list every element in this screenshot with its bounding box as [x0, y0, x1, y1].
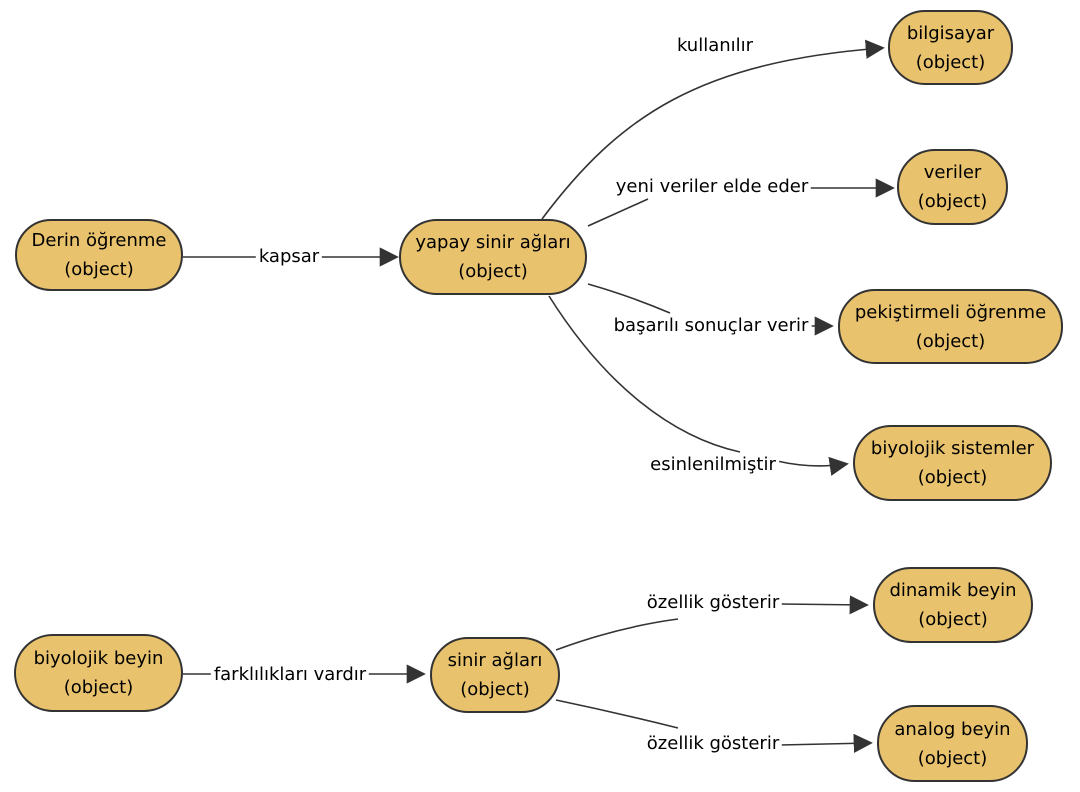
- edge-basarili-sonuclar-line1: [587, 283, 671, 314]
- edge-label-ozellik-gosterir-1: özellik gösterir: [643, 592, 783, 614]
- edge-label-yeni-veriler-elde-eder: yeni veriler elde eder: [612, 176, 812, 198]
- edge-ozellik-gosterir-1-line1: [555, 618, 679, 651]
- node-label: bilgisayar: [906, 22, 995, 44]
- edge-label-farkliliklari-vardir: farklılıkları vardır: [210, 664, 370, 686]
- edge-esinlenilmistir-line1: [548, 295, 741, 453]
- node-dinamik-beyin: dinamik beyin (object): [873, 567, 1033, 643]
- node-biyolojik-beyin: biyolojik beyin (object): [14, 634, 183, 712]
- node-yapay-sinir-aglari: yapay sinir ağları (object): [399, 219, 587, 295]
- node-label: yapay sinir ağları: [415, 232, 571, 253]
- node-type-label: (object): [917, 467, 988, 488]
- node-type-label: (object): [918, 609, 988, 630]
- edge-label-ozellik-gosterir-2: özellik gösterir: [643, 733, 783, 755]
- edge-label-basarili-sonuclar-verir: başarılı sonuçlar verir: [610, 315, 812, 337]
- node-label: biyolojik beyin: [33, 648, 164, 669]
- node-type-label: (object): [915, 51, 986, 73]
- node-analog-beyin: analog beyin (object): [877, 705, 1028, 782]
- edge-label-esinlenilmistir: esinlenilmiştir: [647, 454, 779, 476]
- node-label: analog beyin: [894, 718, 1011, 740]
- edge-label-kullanilir: kullanılır: [673, 35, 757, 57]
- node-type-label: (object): [917, 191, 988, 212]
- edge-ozellik-gosterir-2-line1: [555, 699, 679, 729]
- edge-kullanilir: [541, 39, 885, 220]
- node-sinir-aglari: sinir ağları (object): [430, 637, 560, 713]
- node-type-label: (object): [917, 747, 988, 769]
- node-label: Derin öğrenme: [31, 230, 167, 251]
- node-label: dinamik beyin: [889, 580, 1017, 601]
- node-type-label: (object): [63, 677, 134, 698]
- edge-yeni-veriler-line1: [587, 198, 649, 227]
- edge-label-kapsar: kapsar: [255, 246, 323, 268]
- node-biyolojik-sistemler: biyolojik sistemler (object): [853, 425, 1052, 501]
- node-veriler: veriler (object): [897, 149, 1008, 225]
- edge-ozellik-gosterir-2-line2: [779, 733, 873, 753]
- node-label: sinir ağları: [447, 650, 543, 671]
- node-label: veriler: [923, 162, 982, 183]
- node-type-label: (object): [460, 679, 530, 700]
- node-derin-ogrenme: Derin öğrenme (object): [15, 219, 183, 291]
- node-label: biyolojik sistemler: [870, 438, 1035, 459]
- node-label: pekiştirmeli öğrenme: [854, 301, 1047, 323]
- node-pekistirmeli-ogrenme: pekiştirmeli öğrenme (object): [838, 289, 1063, 364]
- node-type-label: (object): [458, 261, 528, 282]
- edge-ozellik-gosterir-1-line2: [779, 595, 869, 615]
- node-bilgisayar: bilgisayar (object): [888, 10, 1013, 85]
- node-type-label: (object): [915, 330, 986, 352]
- node-type-label: (object): [64, 259, 134, 280]
- edge-esinlenilmistir-line2: [776, 456, 849, 476]
